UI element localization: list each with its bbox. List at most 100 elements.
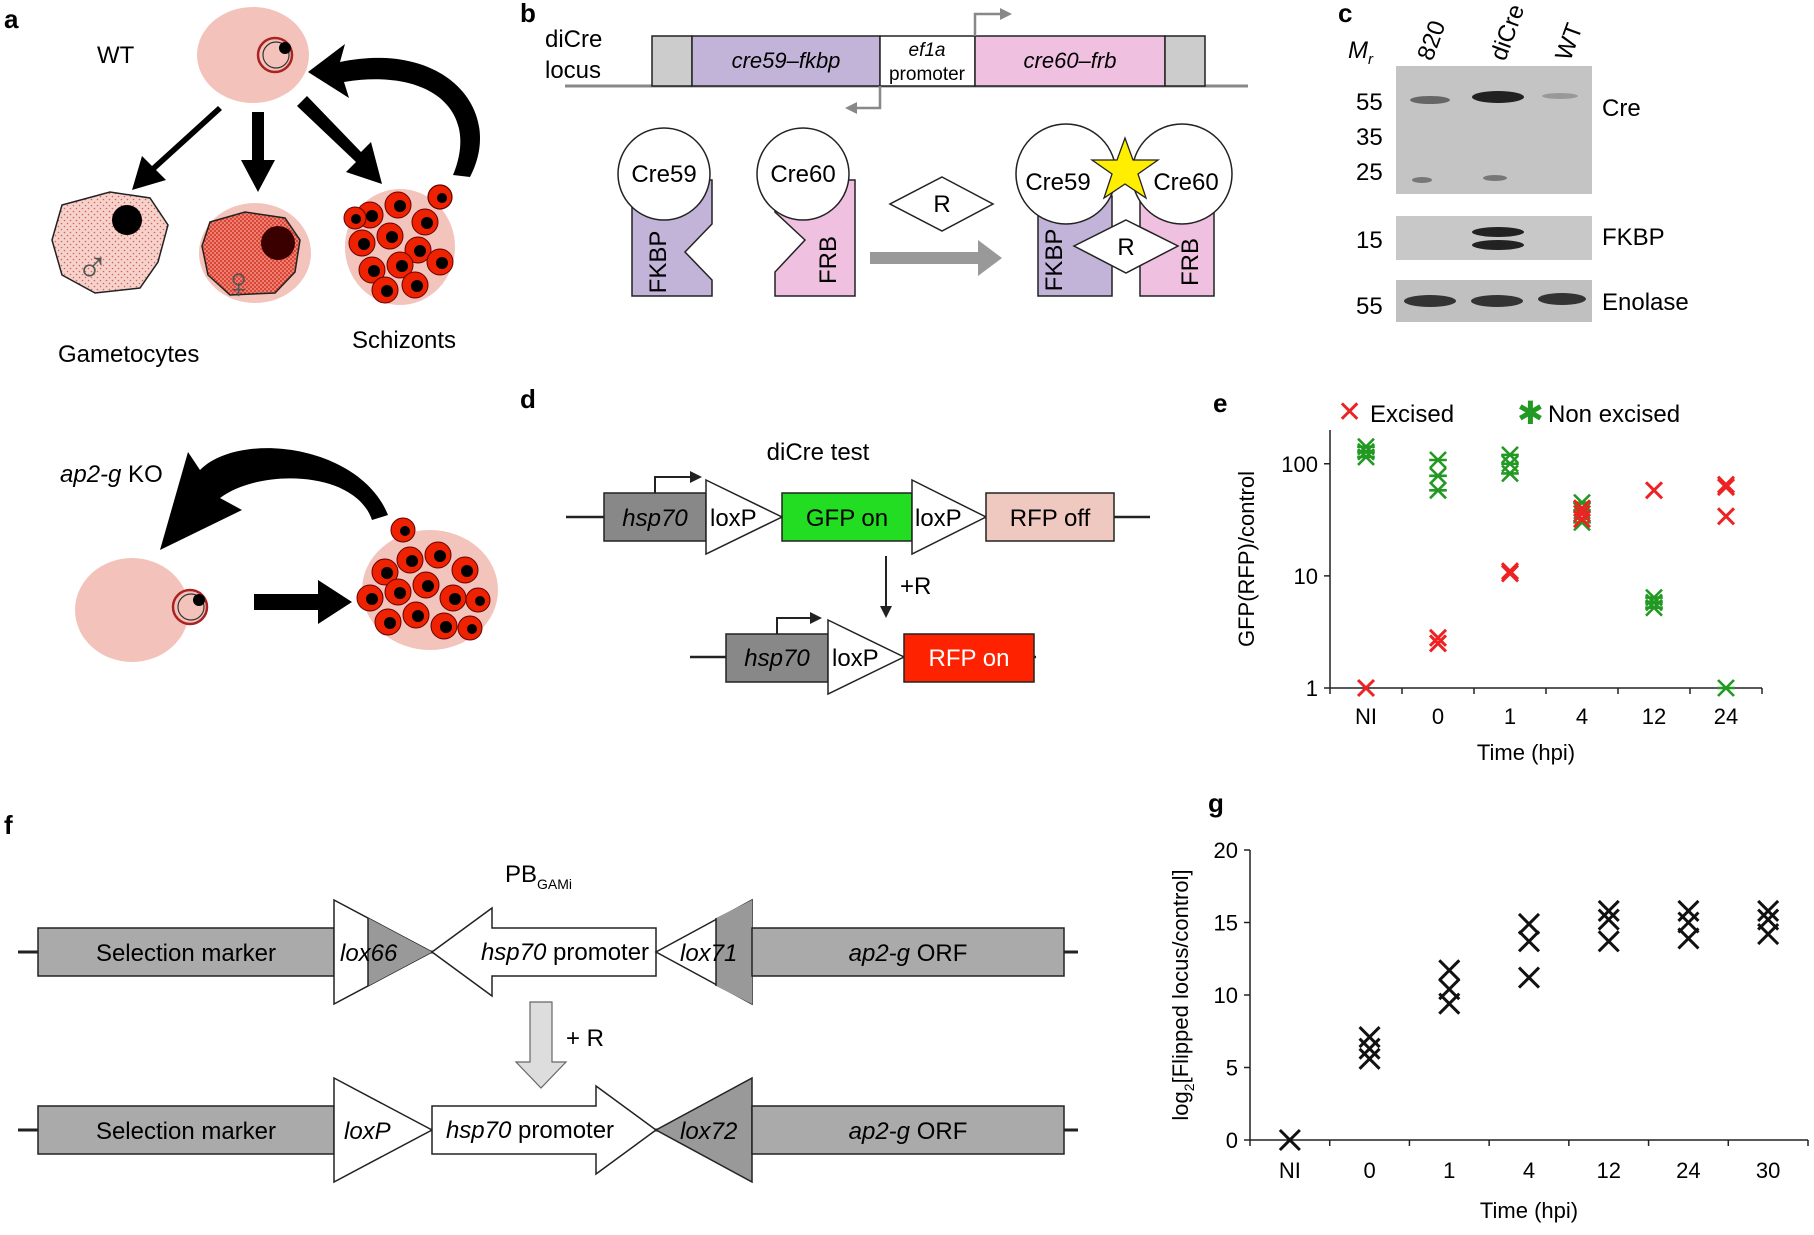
complex-rapalog-label: R (1117, 234, 1134, 261)
chart-g-point (1677, 899, 1700, 922)
selection-marker-top-label: Selection marker (96, 940, 276, 967)
chart-g-point (1597, 930, 1620, 953)
recycle-arrow-ko (160, 448, 388, 550)
chart-g-xtick-label: 0 (1363, 1158, 1375, 1183)
chart-e-xtick-label: 12 (1642, 704, 1666, 729)
arrow-ko-to-schizont (254, 580, 352, 624)
legend-nonexcised-marker: ✱ (1517, 395, 1544, 431)
recycle-arrow-wt (308, 44, 481, 177)
ap2g-bottom-orf: ORF (910, 1118, 967, 1145)
loxp-2-label: loxP (915, 505, 962, 532)
chart-e-xtick-label: NI (1355, 704, 1377, 729)
chart-g-point (1517, 912, 1541, 936)
male-symbol: ♂ (76, 243, 109, 292)
ap2g-top-orf: ORF (910, 940, 967, 967)
chart-g-xlabel: Time (hpi) (1480, 1198, 1578, 1223)
chart-g-xtick-label: NI (1279, 1158, 1301, 1183)
chart-g-point (1517, 930, 1541, 953)
frb-label: FRB (815, 236, 842, 284)
chart-g-point (1597, 899, 1620, 922)
flip-arrow (514, 1001, 568, 1089)
ap2g-orf-top-label: ap2-g ORF (849, 940, 968, 967)
ap2g-orf-bottom-label: ap2-g ORF (849, 1118, 968, 1145)
chart-e-ytick-label: 100 (1281, 452, 1318, 477)
chart-g-xtick-label: 12 (1596, 1158, 1620, 1183)
chart-g-point (1677, 911, 1700, 934)
excision-arrow (880, 606, 892, 618)
cre59-fkbp-text: cre59–fkbp (732, 48, 841, 73)
gametocytes-label: Gametocytes (58, 341, 199, 368)
rapalog-diamond (888, 176, 995, 232)
fkbp-label: FKBP (645, 231, 672, 294)
chart-g-point (1517, 966, 1541, 989)
selection-marker-bottom-label: Selection marker (96, 1118, 276, 1145)
dimerised-complex: Cre59 Cre60 R FKBP FRB (1015, 123, 1233, 297)
panel-c: c Mr 820 diCre WT 55 35 25 15 55 Cre FKB… (1338, 0, 1689, 322)
male-gametocyte: ♂ (51, 191, 169, 294)
rfp-on-box (903, 633, 1035, 683)
band-label-enolase: Enolase (1602, 289, 1689, 316)
promoter-arrow-reverse (857, 86, 882, 110)
chart-e-xtick-label: 4 (1576, 704, 1588, 729)
cre59-label: Cre59 (631, 161, 696, 188)
complex-frb-label: FRB (1177, 238, 1204, 286)
chart-g-xtick-label: 4 (1523, 1158, 1535, 1183)
arrow-to-male (132, 100, 222, 190)
chart-g-point (1677, 927, 1700, 950)
ap2g-orf-bottom (751, 1105, 1065, 1155)
chart-e-point-excised (1716, 507, 1736, 526)
chart-e-ytick-label: 10 (1294, 564, 1318, 589)
chart-g-ytick-label: 15 (1214, 911, 1238, 936)
loxp-1 (705, 478, 784, 556)
mr-sub: r (1368, 51, 1374, 68)
complex-rapalog-diamond (1072, 219, 1180, 274)
chart-e-point-excised (1572, 499, 1592, 518)
lox72-label: lox72 (680, 1118, 737, 1145)
dimerization-arrow (870, 240, 1002, 276)
locus-label-2: locus (545, 57, 601, 84)
dicre-test-title: diCre test (767, 439, 870, 466)
hsp70-bottom-label: hsp70 (744, 645, 810, 672)
legend-excised-marker: ✕ (1337, 396, 1362, 429)
chart-g-ytick-label: 20 (1214, 838, 1238, 863)
promoter-top-label: hsp70 promoter (481, 939, 649, 966)
ap2g-bottom-gene: ap2-g (849, 1118, 911, 1145)
legend-excised-label: Excised (1370, 401, 1454, 428)
chart-e-point-nonexcised (1429, 466, 1447, 485)
cre59-fkbp-protein: Cre59 FKBP (617, 127, 713, 297)
chart-e-xtick-label: 24 (1714, 704, 1738, 729)
promoter-forward-arrow (431, 1084, 658, 1176)
arrow-to-female (241, 112, 275, 192)
lox71-label: lox71 (680, 940, 737, 967)
chart-e-point-nonexcised (1501, 454, 1519, 473)
chart-e-point-nonexcised (1429, 481, 1447, 500)
mr-label: Mr (1348, 37, 1374, 68)
chart-g-point (1358, 1025, 1381, 1049)
panel-a: a WT ♂ ♀ (4, 4, 498, 662)
chart-e-xlabel: Time (hpi) (1477, 740, 1575, 765)
chart-e-ytick-label: 1 (1306, 676, 1318, 701)
chart-e-xtick-label: 0 (1432, 704, 1444, 729)
band-label-cre: Cre (1602, 95, 1641, 122)
gfp-on-label: GFP on (806, 505, 888, 532)
locus-label-1: diCre (545, 26, 602, 53)
pb-main: PB (505, 861, 537, 888)
promoter-arrow-forward (973, 12, 1000, 36)
panel-b: b diCre locus cre59–fkbp ef1a promoter c… (520, 0, 1248, 297)
panel-e-label: e (1213, 388, 1227, 418)
schizonts-label: Schizonts (352, 327, 456, 354)
chart-g-xtick-label: 24 (1676, 1158, 1700, 1183)
chart-e-point-nonexcised (1645, 588, 1663, 607)
lane-820: 820 (1412, 17, 1451, 64)
chart-g-point (1757, 899, 1780, 922)
pb-sub: GAMi (537, 876, 572, 892)
selection-marker-bottom (37, 1105, 335, 1155)
chart-g-ytick-label: 0 (1226, 1128, 1238, 1153)
gfp-on-box (781, 492, 913, 542)
marker-35: 35 (1356, 124, 1383, 151)
panel-b-label: b (520, 0, 536, 28)
